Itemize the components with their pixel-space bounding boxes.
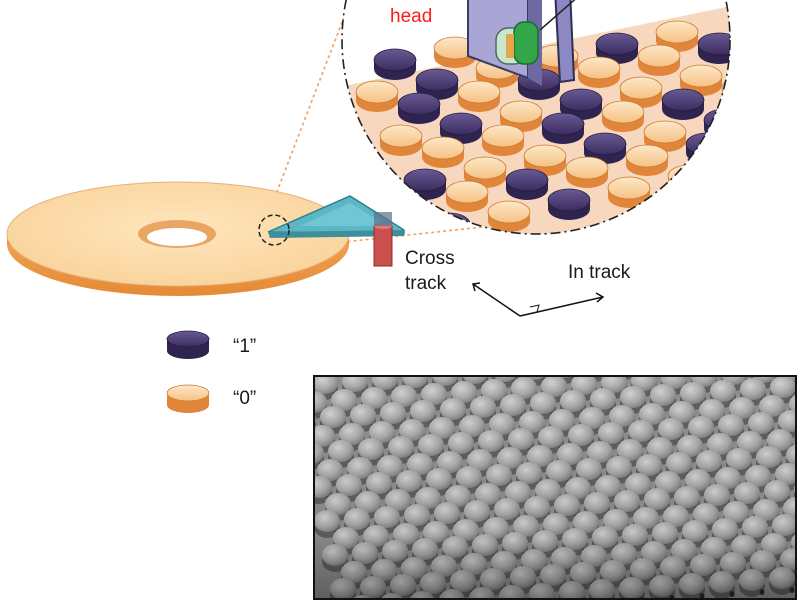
bit-island	[721, 76, 730, 108]
bit-island	[487, 200, 531, 232]
sem-micrograph	[313, 375, 797, 600]
bit-island	[403, 168, 447, 200]
right-angle-mark	[529, 304, 540, 313]
direction-arrows	[472, 282, 605, 317]
legend-zero-label: “0”	[233, 388, 257, 409]
legend-zero-cylinder	[166, 384, 210, 413]
bit-island	[373, 48, 417, 80]
bit-island	[625, 144, 669, 176]
bit-island	[577, 56, 621, 88]
bit-island	[433, 36, 477, 68]
bit-island	[457, 80, 501, 112]
bit-island	[697, 32, 730, 64]
bit-island	[746, 121, 788, 152]
bit-island	[355, 80, 399, 112]
bit-island	[667, 164, 711, 196]
in-track-label: In track	[568, 262, 631, 283]
legend-one-cylinder	[166, 330, 210, 359]
bit-island	[505, 168, 549, 200]
legend-bit-zero	[166, 384, 210, 413]
bit-island	[421, 136, 465, 168]
bit-island	[661, 88, 705, 120]
bit-island	[499, 100, 543, 132]
in-track-arrow	[519, 296, 604, 317]
legend-one-label: “1”	[233, 336, 257, 357]
bit-island	[764, 97, 800, 128]
bit-island	[788, 141, 800, 172]
bit-island	[547, 188, 591, 220]
bit-island	[685, 132, 729, 164]
cross-track-label: Cross track	[405, 246, 455, 296]
bit-island	[541, 112, 585, 144]
disk-platter	[6, 181, 350, 296]
bit-island	[782, 65, 800, 96]
cross-track-label-line1: Cross	[405, 248, 455, 269]
zoomed-view	[341, 0, 800, 235]
bit-island	[481, 124, 525, 156]
legend-bit-one	[166, 330, 210, 359]
magnifier-circle	[258, 214, 290, 246]
bit-island	[445, 180, 489, 212]
bit-island	[740, 53, 782, 84]
bit-island-array	[355, 20, 800, 234]
bit-island	[565, 156, 609, 188]
head-label: head	[390, 6, 433, 27]
bit-island	[727, 152, 730, 184]
zoomed-recording-head	[467, 0, 581, 86]
bit-island	[637, 44, 681, 76]
cross-track-label-line2: track	[405, 273, 447, 294]
bit-island	[601, 100, 645, 132]
bit-island	[559, 88, 603, 120]
bit-island	[758, 21, 800, 52]
bit-island	[397, 92, 441, 124]
bit-island	[607, 176, 651, 208]
read-write-head-post	[373, 225, 393, 267]
head-slider-arm	[267, 195, 405, 267]
bit-island	[379, 124, 423, 156]
cross-track-arrow	[472, 283, 521, 317]
